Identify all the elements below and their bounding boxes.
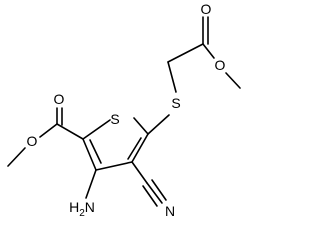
ester2-carbonyl-oxygen-label: O: [201, 1, 212, 17]
ring-sulfur-label: S: [110, 111, 119, 127]
bond-ester1-o-methyl: [7, 147, 26, 167]
atom-label-layer: S S O O O O H2N N: [27, 1, 226, 219]
nitrile-nitrogen-label: N: [165, 203, 175, 219]
bond-ester2-o-methyl: [225, 72, 241, 89]
thioether-sulfur-label: S: [171, 95, 180, 111]
bond-nitrile-triple-a: [146, 182, 163, 204]
bond-s-c5: [133, 117, 149, 135]
ester1-carbonyl-oxygen-label: O: [54, 91, 65, 107]
bond-c2-s: [82, 119, 111, 140]
bond-c3-c2: [82, 138, 97, 171]
bond-ch2-carbonyl-c: [167, 43, 204, 63]
bond-ester2-c-ether-o: [202, 43, 215, 59]
molecule-structure-diagram: S S O O O O H2N N: [7, 1, 241, 219]
bond-nitrile-triple-c: [142, 185, 158, 207]
ester1-ether-oxygen-label: O: [27, 133, 38, 149]
bond-c5-c4-inner: [127, 137, 142, 160]
bond-c5-c4: [131, 133, 149, 163]
bond-thioether-s-ch2: [167, 61, 177, 93]
bond-c3-c2-inner: [89, 139, 102, 164]
bond-c5-thioether-s: [147, 114, 170, 135]
ester2-ether-oxygen-label: O: [215, 57, 226, 73]
bond-nitrile-triple-b: [151, 179, 167, 201]
bond-layer: [7, 16, 241, 207]
bond-c4-c3: [95, 161, 133, 171]
amino-group-label: H2N: [69, 199, 95, 219]
bond-c2-ester1-c: [56, 123, 84, 140]
bond-ester1-c-ether-o: [39, 123, 58, 138]
bond-c4-nitrile-c: [131, 161, 148, 184]
bond-c3-amino: [85, 169, 97, 199]
